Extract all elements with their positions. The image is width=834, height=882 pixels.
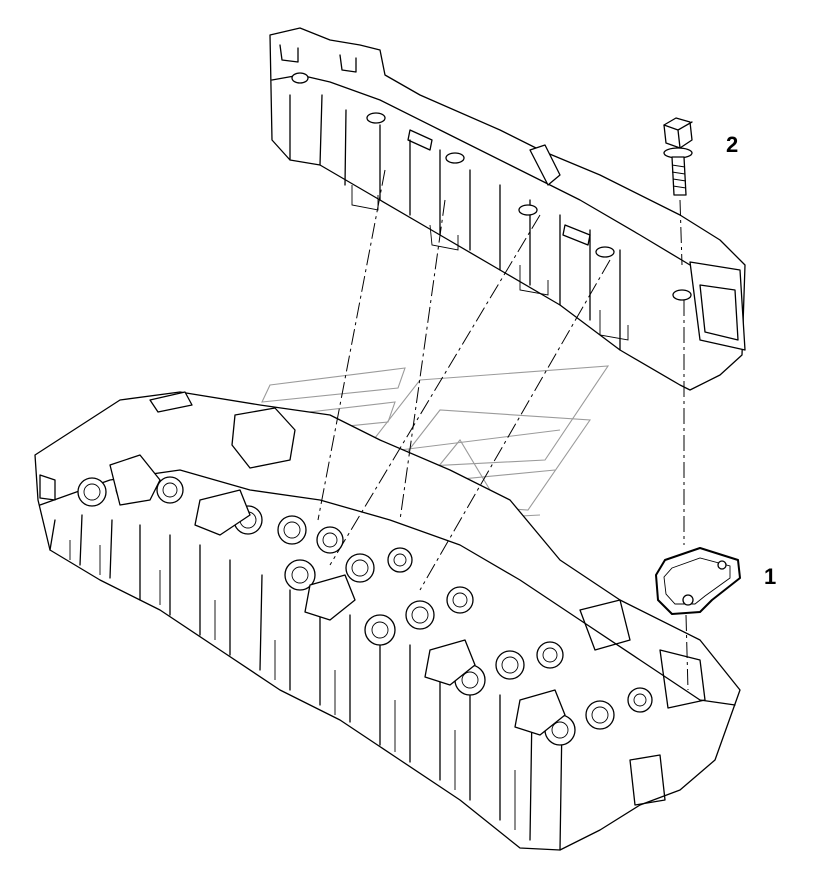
assembly-line — [317, 169, 689, 691]
exhaust-manifold — [269, 27, 746, 391]
cylinder-head — [34, 391, 741, 851]
flange-bolt-icon — [663, 117, 693, 196]
callout-1: 1 — [764, 564, 776, 589]
callout-2: 2 — [726, 132, 738, 157]
gasket-icon — [655, 547, 741, 615]
